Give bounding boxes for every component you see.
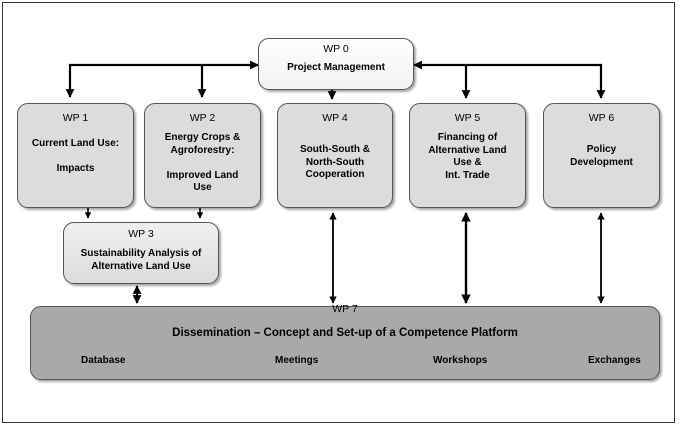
- wp3-box: WP 3 Sustainability Analysis of Alternat…: [63, 222, 219, 284]
- wp3-title: Sustainability Analysis of Alternative L…: [80, 248, 202, 272]
- wp2-box: WP 2 Energy Crops & Agroforestry: Improv…: [144, 103, 261, 208]
- wp0-id: WP 0: [323, 43, 349, 55]
- wp6-box: WP 6 Policy Development: [543, 103, 660, 208]
- wp4-title: South-South & North-South Cooperation: [300, 144, 370, 180]
- wp5-title: Financing of Alternative Land Use & Int.…: [428, 132, 507, 181]
- wp3-id: WP 3: [128, 228, 154, 240]
- wp4-id: WP 4: [322, 112, 348, 124]
- wp2-id: WP 2: [189, 112, 216, 124]
- wp7-title: Dissemination – Concept and Set-up of a …: [172, 327, 518, 339]
- wp6-title: Policy Development: [570, 144, 633, 168]
- wp6-id: WP 6: [588, 112, 615, 124]
- connector-wp0-wp1: [65, 60, 259, 98]
- wp7-item-exchanges: Exchanges: [588, 355, 641, 366]
- wp7-item-workshops: Workshops: [433, 355, 488, 366]
- wp7-id: WP 7: [332, 303, 358, 315]
- wp5-id: WP 5: [454, 112, 481, 124]
- wp7-item-database: Database: [81, 355, 126, 366]
- wp1-title: Current Land Use: Impacts: [31, 138, 120, 174]
- wp0-title: Project Management: [287, 62, 385, 73]
- wp0-box: WP 0 Project Management: [258, 38, 414, 90]
- wp5-box: WP 5 Financing of Alternative Land Use &…: [409, 103, 526, 208]
- wp4-box: WP 4 South-South & North-South Cooperati…: [277, 103, 393, 208]
- wp7-item-meetings: Meetings: [275, 355, 319, 366]
- connector-wp0-wp6: [413, 60, 606, 99]
- wp1-box: WP 1 Current Land Use: Impacts: [17, 103, 134, 208]
- wp1-id: WP 1: [62, 112, 89, 124]
- wp7-box: WP 7 Dissemination – Concept and Set-up …: [30, 303, 660, 380]
- wp2-title: Energy Crops & Agroforestry: Improved La…: [164, 132, 241, 193]
